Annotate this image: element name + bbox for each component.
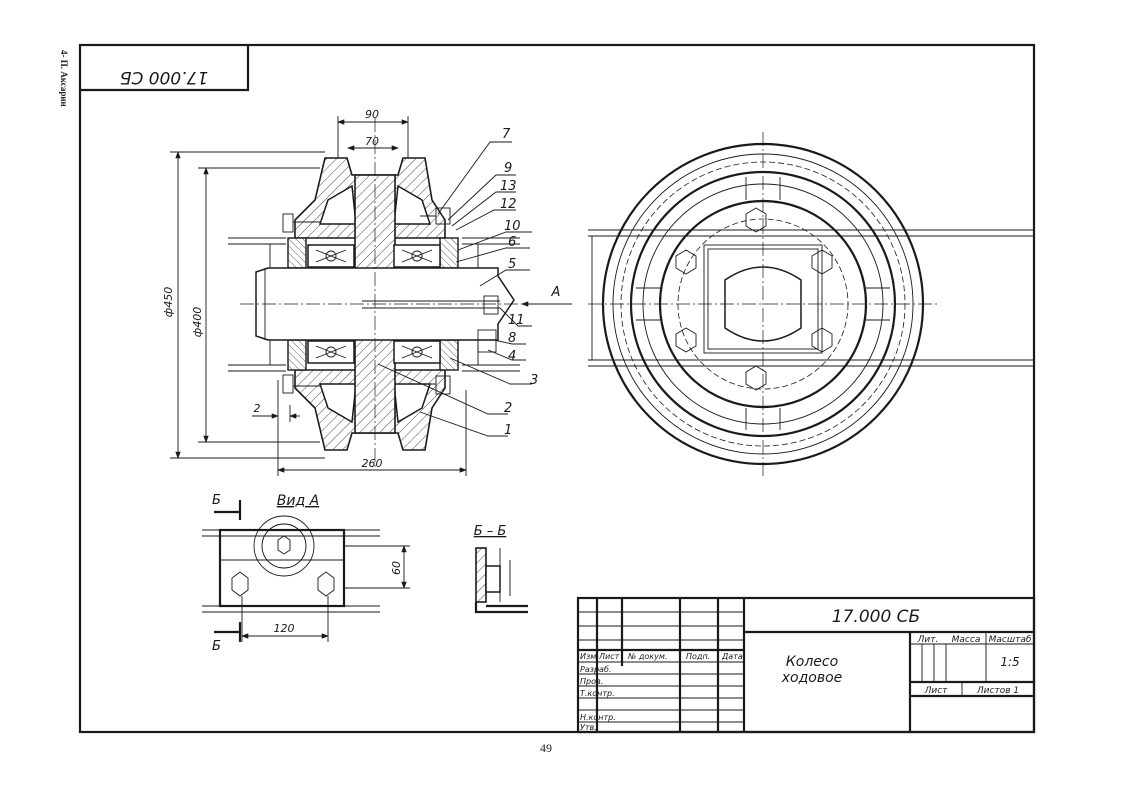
- tb-sheet: Лист: [924, 686, 949, 696]
- tb-row-nkontr: Н.контр.: [580, 713, 616, 722]
- dim-260: 260: [362, 457, 383, 470]
- section-b-b: Б – Б: [474, 524, 528, 614]
- axle-nut: [483, 295, 499, 315]
- dim-120: 120: [274, 622, 295, 635]
- dimension-lines: [170, 116, 467, 476]
- tb-name-2: ходовое: [781, 670, 843, 686]
- tb-row-prov: Пров.: [580, 677, 603, 686]
- callout-13: 13: [500, 179, 517, 194]
- dim-400: ф400: [191, 307, 204, 337]
- tb-col-sign: Подп.: [686, 652, 710, 661]
- callout-8: 8: [508, 331, 516, 346]
- callout-5: 5: [508, 257, 516, 272]
- author-side-label: 4- П. Аксарин: [59, 50, 69, 107]
- axle-washer: [477, 329, 497, 353]
- section-mark-bottom: Б: [212, 639, 221, 654]
- tb-col-date: Дата: [721, 652, 743, 661]
- page-number: 49: [540, 741, 552, 755]
- corner-code: 17.000 СБ: [120, 67, 208, 87]
- rail-profile: [228, 237, 520, 372]
- tb-col-list: Лист: [598, 652, 620, 661]
- callout-1: 1: [504, 423, 512, 438]
- tb-name-1: Колесо: [786, 654, 838, 670]
- dim-70: 70: [365, 135, 379, 148]
- rim-cavity-bottom-left: [318, 383, 357, 424]
- callout-10: 10: [504, 219, 521, 234]
- rim-cavity-bottom-right: [393, 383, 432, 424]
- dim-60: 60: [390, 561, 403, 575]
- cover-left-top: [287, 237, 307, 269]
- cover-right-top: [439, 237, 459, 269]
- view-arrow-a-label: А: [551, 285, 561, 300]
- corner-stamp: 17.000 СБ: [80, 45, 250, 92]
- tb-col-izm: Изм: [580, 652, 596, 661]
- callout-7: 7: [502, 127, 511, 142]
- callout-9: 9: [504, 161, 512, 176]
- section-mark-top: Б: [212, 493, 221, 508]
- cover-left-bottom: [287, 339, 307, 371]
- view-a-title: Вид А: [277, 493, 319, 509]
- dim-2: 2: [254, 402, 261, 415]
- tb-lit: Лит.: [917, 635, 939, 645]
- callout-3: 3: [530, 373, 538, 388]
- callout-12: 12: [500, 197, 517, 212]
- leader-lines: [377, 141, 532, 437]
- tb-mass: Масса: [952, 635, 981, 645]
- tb-row-razrab: Разраб.: [580, 665, 611, 674]
- bearing-right: [393, 244, 441, 364]
- section-bb-title: Б – Б: [474, 524, 507, 539]
- title-block: 17.000 СБ Колесо ходовое Изм Лист № доку…: [576, 596, 1036, 734]
- tb-sheets: Листов 1: [976, 686, 1019, 696]
- bolts: [282, 207, 451, 395]
- cover-right-bottom: [439, 339, 459, 371]
- side-rail: [588, 229, 1034, 367]
- dim-450: ф450: [162, 287, 175, 317]
- side-bolts: [675, 207, 833, 391]
- main-section-view: 90 70 ф450 ф400 2 260 А 7 9 13 12 10: [162, 108, 572, 476]
- dim-90: 90: [365, 108, 379, 121]
- tb-row-utv: Утв.: [580, 723, 597, 732]
- tb-row-tkontr: Т.контр.: [580, 689, 615, 698]
- callout-2: 2: [504, 401, 512, 416]
- tb-scale: 1:5: [1000, 655, 1019, 669]
- side-view: [588, 132, 1034, 476]
- callout-4: 4: [508, 349, 516, 364]
- drawing-frame: [78, 43, 1036, 734]
- tb-col-doc: № докум.: [627, 652, 667, 661]
- tb-scale-head: Масштаб: [989, 635, 1032, 645]
- axle-oil-channel: [362, 300, 500, 309]
- tb-doc-code: 17.000 СБ: [832, 607, 920, 627]
- callout-6: 6: [508, 235, 516, 250]
- callout-11: 11: [508, 313, 525, 328]
- bearing-left: [307, 244, 355, 364]
- view-a: Вид А Б Б 60 120: [202, 493, 410, 654]
